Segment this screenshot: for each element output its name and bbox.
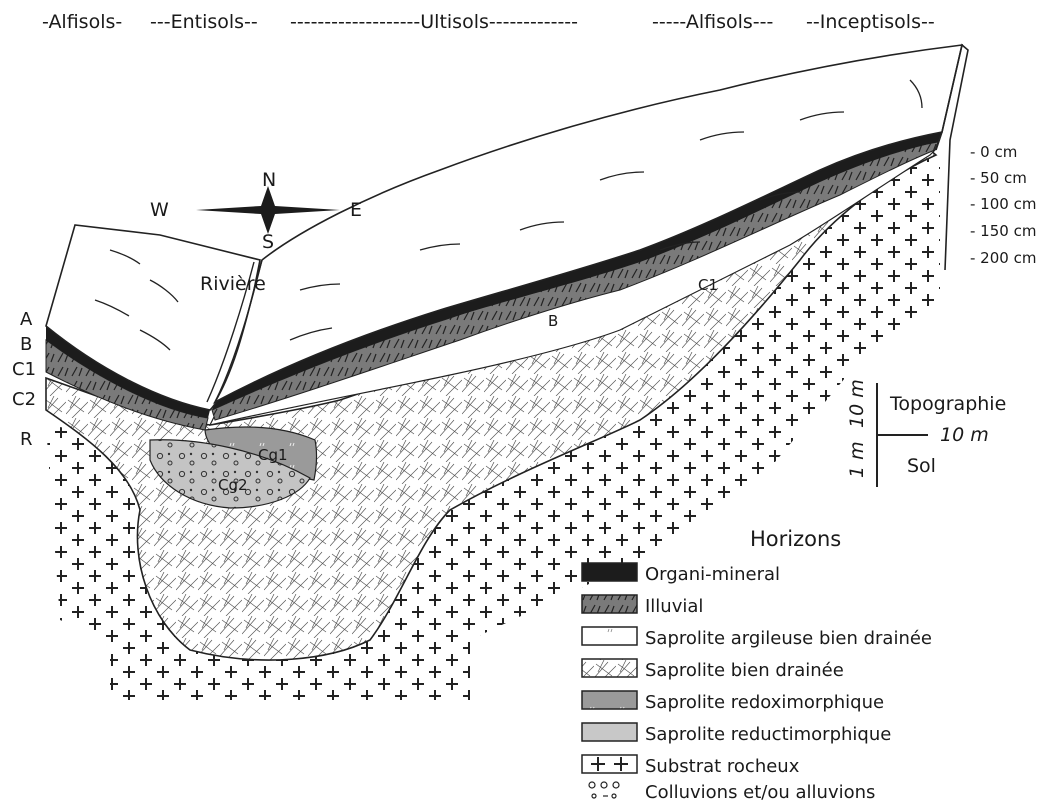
inline-label-cg1: Cg1 [258, 446, 288, 464]
legend-label-argileuse: Saprolite argileuse bien drainée [645, 628, 932, 649]
soil-order-ultisols: -------------------Ultisols------------- [290, 11, 578, 33]
horizon-label-c1: C1 [12, 359, 36, 380]
legend-swatch-drained [582, 659, 637, 677]
scale-horizontal: 10 m [940, 424, 989, 446]
legend-swatch-rock [582, 755, 637, 773]
soil-order-alfisols-east: -----Alfisols--- [652, 11, 773, 33]
depth-50cm: - 50 cm [970, 169, 1027, 187]
horizon-label-b: B [20, 334, 32, 355]
scale-soil: Sol [907, 455, 936, 477]
horizon-label-r: R [20, 429, 33, 450]
legend-swatch-redox [582, 691, 637, 709]
legend-label-rock: Substrat rocheux [645, 756, 800, 777]
soil-order-entisols: ---Entisols-- [150, 11, 258, 33]
inline-label-c1: C1 [698, 276, 718, 294]
compass-west: W [150, 199, 169, 221]
horizon-side-labels: A B C1 C2 R [12, 309, 36, 450]
depth-200cm: - 200 cm [970, 249, 1036, 267]
compass-north: N [262, 169, 276, 191]
legend-swatch-argileuse [582, 627, 637, 645]
depth-0cm: - 0 cm [970, 143, 1017, 161]
compass-south: S [262, 231, 274, 253]
legend-label-colluvium: Colluvions et/ou alluvions [645, 782, 875, 803]
legend: Horizons Organi-mineral Illuvial Saproli… [582, 527, 932, 803]
legend-label-illuvial: Illuvial [645, 596, 703, 617]
depth-scale: - 0 cm - 50 cm - 100 cm - 150 cm - 200 c… [970, 143, 1036, 267]
legend-label-redox: Saprolite redoximorphique [645, 692, 884, 713]
soil-order-inceptisols: --Inceptisols-- [806, 11, 935, 33]
compass-east: E [350, 199, 362, 221]
scale-vertical-top: 10 m [846, 379, 868, 428]
depth-100cm: - 100 cm [970, 195, 1036, 213]
legend-label-drained: Saprolite bien drainée [645, 660, 844, 681]
legend-label-reduct: Saprolite reductimorphique [645, 724, 891, 745]
scale-topography: Topographie [889, 393, 1006, 415]
scale-vertical-bottom: 1 m [846, 441, 868, 478]
block-diagram [46, 45, 968, 700]
inline-label-b: B [548, 312, 558, 330]
legend-label-organic: Organi-mineral [645, 564, 780, 585]
scale-bar: 10 m 1 m 10 m Topographie Sol [846, 379, 1006, 487]
soil-order-alfisols-west: -Alfisols- [42, 11, 122, 33]
horizon-label-a: A [20, 309, 33, 330]
legend-swatch-illuvial [582, 595, 637, 613]
soil-order-labels: -Alfisols- ---Entisols-- ---------------… [42, 11, 935, 33]
river-label: Rivière [200, 273, 266, 295]
legend-swatch-organic [582, 563, 637, 581]
legend-swatch-reduct [582, 723, 637, 741]
depth-150cm: - 150 cm [970, 222, 1036, 240]
legend-title: Horizons [750, 527, 841, 551]
legend-swatch-colluvium [589, 782, 619, 798]
inline-label-cg2: Cg2 [218, 476, 248, 494]
horizon-label-c2: C2 [12, 389, 36, 410]
